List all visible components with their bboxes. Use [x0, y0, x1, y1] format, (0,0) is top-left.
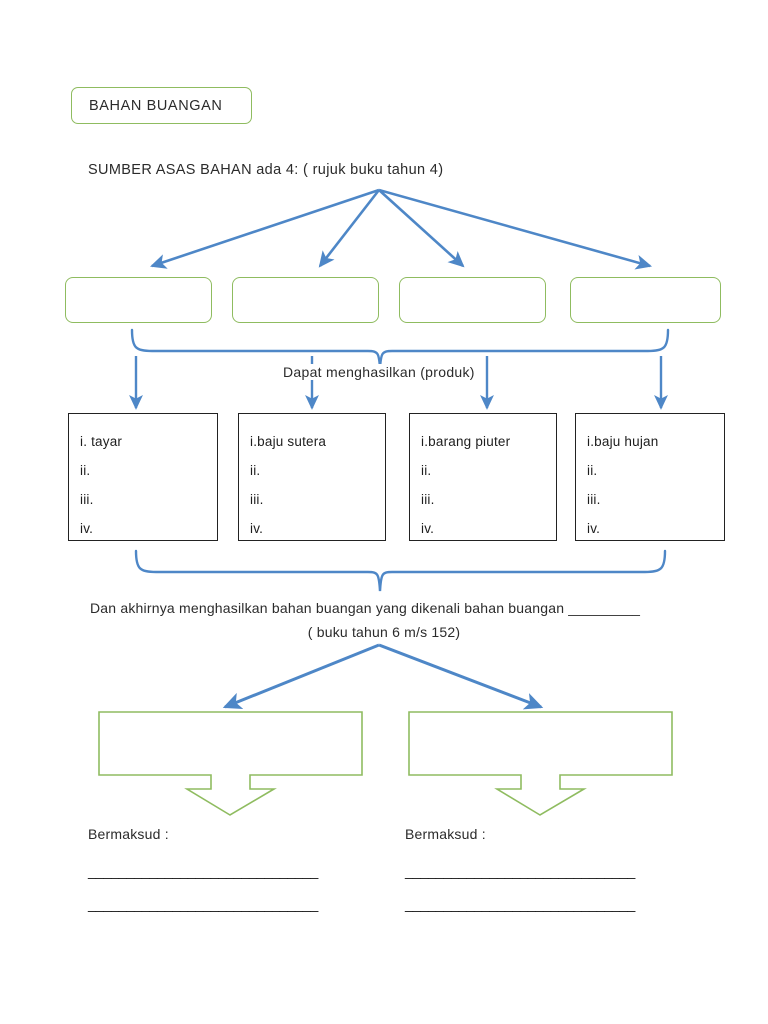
- product-item: iii.: [587, 492, 601, 507]
- product-item: iii.: [250, 492, 264, 507]
- answer-line-2b[interactable]: ______________________________: [405, 897, 635, 913]
- brace-lower: [134, 549, 667, 592]
- product-box-2[interactable]: i.baju sutera ii. iii. iv.: [238, 413, 386, 541]
- product-box-3[interactable]: i.barang piuter ii. iii. iv.: [409, 413, 557, 541]
- source-box-1[interactable]: [65, 277, 212, 323]
- source-box-4[interactable]: [570, 277, 721, 323]
- bottom-fan-arrows: [222, 643, 544, 710]
- product-item: ii.: [587, 463, 598, 478]
- answer-line-1b[interactable]: ______________________________: [88, 897, 318, 913]
- source-box-3[interactable]: [399, 277, 546, 323]
- product-item: i. tayar: [80, 434, 123, 449]
- product-item: iv.: [250, 521, 264, 536]
- top-fan-arrows: [150, 188, 653, 270]
- final-statement-line-2: ( buku tahun 6 m/s 152): [307, 624, 461, 640]
- product-item: ii.: [421, 463, 432, 478]
- product-item: iv.: [80, 521, 94, 536]
- product-item: iii.: [80, 492, 94, 507]
- product-box-1[interactable]: i. tayar ii. iii. iv.: [68, 413, 218, 541]
- product-item: i.baju hujan: [587, 434, 659, 449]
- down-arrow-callout-shape: [98, 711, 363, 816]
- down-arrow-callout-shape: [408, 711, 673, 816]
- product-item: ii.: [80, 463, 91, 478]
- answer-line-2a[interactable]: ______________________________: [405, 864, 635, 880]
- product-item: ii.: [250, 463, 261, 478]
- source-box-2[interactable]: [232, 277, 379, 323]
- bermaksud-label-2: Bermaksud :: [405, 826, 486, 842]
- bermaksud-label-1: Bermaksud :: [88, 826, 169, 842]
- product-item: iii.: [421, 492, 435, 507]
- title-box: BAHAN BUANGAN: [71, 87, 252, 124]
- callout-box-2[interactable]: [408, 711, 673, 816]
- produk-connector-label: Dapat menghasilkan (produk): [280, 364, 478, 380]
- final-statement-line-1: Dan akhirnya menghasilkan bahan buangan …: [90, 600, 641, 616]
- product-item: iv.: [421, 521, 435, 536]
- product-item: i.barang piuter: [421, 434, 511, 449]
- subtitle-text: SUMBER ASAS BAHAN ada 4: ( rujuk buku ta…: [88, 162, 444, 178]
- callout-box-1[interactable]: [98, 711, 363, 816]
- product-box-4[interactable]: i.baju hujan ii. iii. iv.: [575, 413, 725, 541]
- answer-line-1a[interactable]: ______________________________: [88, 864, 318, 880]
- brace-upper: [130, 328, 670, 369]
- product-item: iv.: [587, 521, 601, 536]
- page-title: BAHAN BUANGAN: [89, 97, 223, 114]
- product-item: i.baju sutera: [250, 434, 327, 449]
